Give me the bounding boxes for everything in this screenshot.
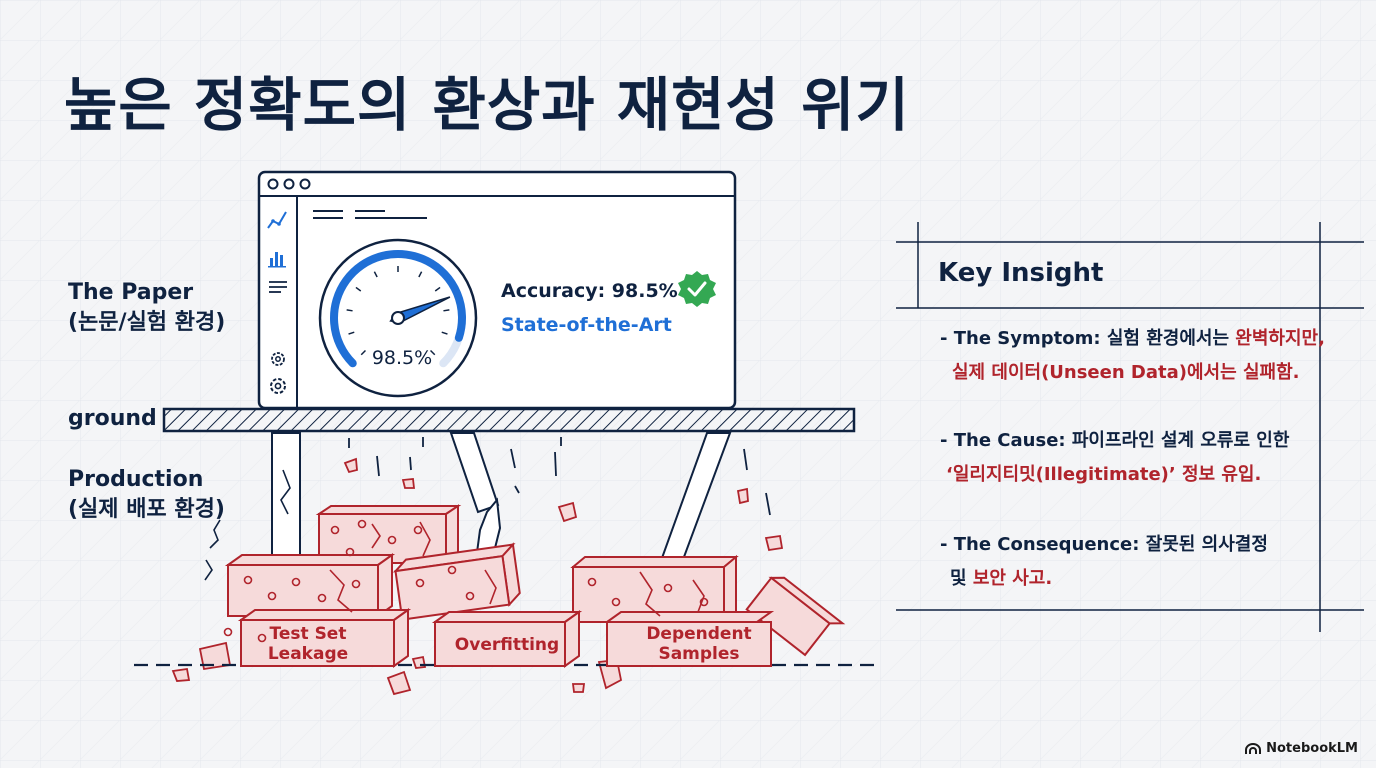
brick-hole <box>357 519 367 529</box>
brick-hole <box>415 578 425 588</box>
ground-slab <box>162 407 856 433</box>
consequence-text-2: 및 <box>950 568 973 589</box>
title-bar-lines <box>313 210 427 219</box>
cause-text: 파이프라인 설계 오류로 인한 <box>1071 430 1290 451</box>
brick-label-leakage: Leakage <box>268 644 348 664</box>
paper-label: The Paper (논문/실험 환경) <box>68 278 225 338</box>
paper-label-line1: The Paper <box>68 280 194 305</box>
pillars <box>271 432 732 567</box>
brick-label-test-set: Test Set <box>270 624 347 644</box>
brick-label-samples: Samples <box>658 644 739 664</box>
brick-hole <box>611 597 621 607</box>
symptom-highlight-1: 완벽하지만, <box>1235 328 1325 349</box>
brick-label-dependent: Dependent <box>646 624 751 644</box>
brick-hole <box>243 575 253 585</box>
gauge-tick <box>429 349 436 356</box>
ground-label: ground <box>68 406 157 431</box>
brick-hole <box>663 583 673 593</box>
brick-hole <box>413 525 423 535</box>
gauge-tick <box>360 349 367 356</box>
settings-icon[interactable] <box>271 352 285 366</box>
brick-hole <box>317 593 327 603</box>
insight-frame <box>896 222 1364 632</box>
cause-highlight: ‘일리지티밋(Illegitimate)’ 정보 유입. <box>946 464 1262 485</box>
window-dots <box>267 178 311 190</box>
brick-test-set-leakage <box>240 619 395 667</box>
brick-hole <box>257 633 267 643</box>
cause-label: - The Cause: <box>940 430 1072 451</box>
menu-icon[interactable] <box>269 281 287 293</box>
insight-consequence: - The Consequence: 잘못된 의사결정 및 보안 사고. <box>940 528 1268 596</box>
insight-symptom: - The Symptom: 실험 환경에서는 완벽하지만, 실제 데이터(Un… <box>940 322 1325 390</box>
gauge-tick <box>418 271 423 278</box>
gauge-tick <box>373 271 378 278</box>
insight-cause: - The Cause: 파이프라인 설계 오류로 인한 ‘일리지티밋(Ille… <box>940 424 1289 492</box>
gauge-tick <box>355 286 362 292</box>
gauge-tick <box>346 309 353 312</box>
gear-icon[interactable] <box>270 378 286 394</box>
page-title: 높은 정확도의 환상과 재현성 위기 <box>64 71 910 139</box>
gauge-tick <box>434 286 441 292</box>
gauge-tick <box>348 331 355 335</box>
status-text: State-of-the-Art <box>501 314 672 336</box>
accuracy-text: Accuracy: 98.5% <box>501 280 678 302</box>
fall-lines <box>348 437 771 516</box>
brick-hole <box>447 565 457 575</box>
brick-hole <box>351 579 361 589</box>
consequence-text: 잘못된 의사결정 <box>1145 534 1268 555</box>
brick-hole <box>587 577 597 587</box>
symptom-label: - The Symptom: <box>940 328 1107 349</box>
brick-hole <box>267 591 277 601</box>
brand-mark: NotebookLM <box>1245 741 1358 756</box>
insight-title: Key Insight <box>938 258 1104 288</box>
brick-hole <box>345 547 355 557</box>
production-label-line1: Production <box>68 467 204 492</box>
brick-hole <box>387 535 397 545</box>
brand-name: NotebookLM <box>1266 741 1358 756</box>
accuracy-gauge: 98.5% <box>318 238 478 398</box>
gauge-value-text: 98.5% <box>372 347 432 369</box>
brick-overfitting <box>434 621 566 667</box>
paper-label-line2: (논문/실험 환경) <box>68 310 226 335</box>
gauge-ticks <box>346 266 450 356</box>
check-badge-icon <box>678 271 716 307</box>
gauge-fill-arc <box>330 250 466 368</box>
brick-hole <box>330 525 340 535</box>
brick-hole <box>699 597 709 607</box>
gauge-tick <box>441 331 448 335</box>
line-chart-icon[interactable] <box>267 211 287 229</box>
production-label-line2: (실제 배포 환경) <box>68 497 225 522</box>
gauge-tick <box>443 309 450 312</box>
brick-hole <box>291 577 301 587</box>
brick-label-overfitting: Overfitting <box>455 635 559 655</box>
brick-hole <box>465 591 475 601</box>
symptom-text: 실험 환경에서는 <box>1106 328 1236 349</box>
brick-dependent-samples <box>606 621 772 667</box>
bar-chart-icon[interactable] <box>268 252 286 268</box>
dashboard-window: 98.5% Accuracy: 98.5% State-of-the-Art <box>257 170 737 410</box>
bricks <box>204 504 846 668</box>
brick-hole <box>223 627 233 637</box>
gauge-needle <box>389 296 451 324</box>
brick-labels: Test Set Leakage Overfitting Dependent S… <box>268 624 752 664</box>
consequence-highlight: 보안 사고. <box>972 568 1053 589</box>
consequence-label: - The Consequence: <box>940 534 1146 555</box>
symptom-highlight-2: 실제 데이터(Unseen Data)에서는 실패함. <box>952 362 1300 383</box>
notebooklm-logo-icon <box>1245 742 1262 754</box>
production-label: Production (실제 배포 환경) <box>68 465 225 525</box>
